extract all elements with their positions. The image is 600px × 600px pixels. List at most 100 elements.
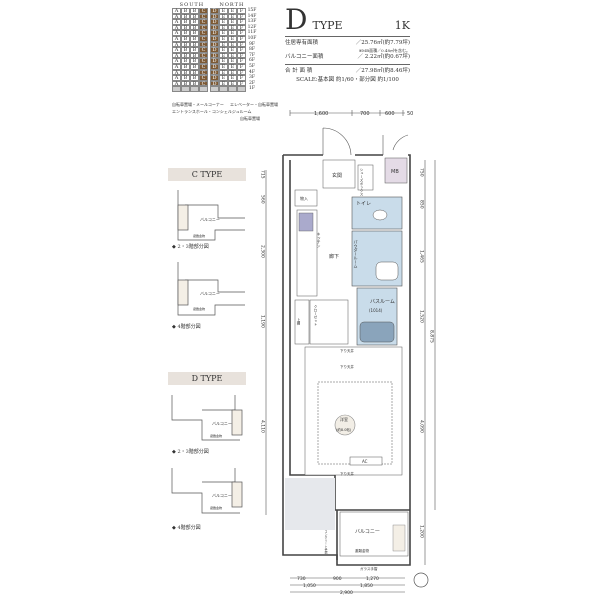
unit-cell-1F-C — [199, 86, 208, 92]
shoe-box — [357, 164, 374, 191]
dim-bottom-total: 2,900 — [340, 590, 353, 596]
unit-cell-4F-C: C — [199, 69, 208, 75]
unit-cell-14F-B: B — [181, 13, 190, 19]
unit-cell-6F-F: F — [237, 58, 246, 64]
floor-label: 15F — [247, 8, 257, 13]
unit-cell-14F-D: D — [210, 13, 219, 19]
unit-cell-2F-D: D — [210, 80, 219, 86]
unit-cell-7F-B: B — [190, 52, 199, 58]
unit-cell-6F-C: C — [199, 58, 208, 64]
unit-cell-10F-E: E — [228, 35, 237, 42]
hatch-label: 避難金物 — [355, 548, 369, 553]
balcony-label: バルコニー — [355, 529, 380, 535]
unit-cell-14F-C: C — [199, 13, 208, 19]
unit-cell-15F-A: A — [172, 8, 181, 14]
floor-label: 14F — [247, 13, 257, 19]
floor-label: 12F — [247, 24, 257, 30]
unit-cell-5F-E: E — [228, 63, 237, 70]
unit-cell-15F-B: B — [181, 8, 190, 14]
floor-label: 13F — [247, 19, 257, 25]
unit-cell-3F-F: F — [237, 75, 246, 81]
entrance-area — [322, 159, 356, 189]
unit-cell-15F-D: D — [210, 8, 219, 14]
layout-label: 1K — [394, 19, 410, 32]
dim-bottom-2: 900 — [333, 576, 342, 582]
unit-cell-14F-B: B — [190, 13, 199, 19]
unit-cell-3F-E: E — [219, 75, 228, 81]
glass-rail-label: ガラス手摺 — [360, 566, 378, 571]
unit-cell-14F-E: E — [219, 13, 228, 19]
unit-cell-12F-D: D — [210, 24, 219, 30]
dim-left-3: 2,300 — [260, 245, 266, 258]
dim-top-4: 50 — [407, 111, 413, 117]
unit-cell-9F-C: C — [199, 41, 208, 47]
unit-cell-4F-D: D — [210, 69, 219, 75]
key-label-bike-mail: 自転車置場・メールコーナー — [172, 102, 224, 107]
unit-cell-13F-A: A — [172, 19, 181, 25]
unit-cell-3F-A: A — [172, 75, 181, 81]
dim-bottom-4: 1,050 — [303, 583, 316, 589]
bath-size: (1014) — [369, 308, 383, 313]
unit-cell-11F-A: A — [172, 30, 181, 36]
unit-cell-9F-B: B — [190, 41, 199, 47]
floor-label: 2F — [249, 80, 255, 86]
unit-cell-12F-E: E — [219, 24, 228, 30]
key-label-entrance: エントランスホール・コンシェルジュルーム — [172, 109, 252, 114]
entrance-door-icon[interactable] — [322, 127, 352, 156]
stove-icon — [298, 212, 314, 232]
unit-cell-2F-E: E — [219, 80, 228, 86]
unit-cell-11F-E: E — [219, 30, 228, 36]
unit-cell-3F-E: E — [228, 75, 237, 81]
svg-text:避難金物: 避難金物 — [210, 505, 222, 510]
unit-cell-12F-E: E — [228, 24, 237, 30]
compass-icon — [413, 572, 429, 588]
unit-cell-12F-C: C — [199, 24, 208, 30]
dim-right-3: 1,465 — [419, 250, 425, 263]
unit-cell-7F-E: E — [219, 52, 228, 58]
unit-cell-14F-E: E — [228, 13, 237, 19]
unit-cell-1F-D — [210, 86, 219, 92]
dims-bottom: 730 900 1,270 1,050 1,850 2,900 — [290, 576, 405, 596]
south-label: SOUTH — [179, 2, 205, 8]
total-area-label: 合 計 面 積 — [285, 68, 313, 74]
unit-cell-5F-E: E — [219, 63, 228, 70]
total-area-value: ／27.98㎡(約8.46坪) — [355, 68, 410, 74]
unit-cell-7F-E: E — [228, 52, 237, 58]
room-light-icon — [334, 414, 356, 436]
svg-text:バルコニー: バルコニー — [200, 291, 220, 296]
dim-right-4: 1,520 — [419, 310, 425, 323]
shoe-box-label: シューズボックス — [359, 168, 364, 197]
unit-cell-4F-F: F — [237, 69, 246, 75]
floor-label: 1F — [249, 86, 255, 92]
unit-cell-9F-D: D — [210, 41, 219, 47]
dims-right: 750 850 1,465 1,520 4,090 1,200 8,875 — [419, 160, 436, 565]
unit-cell-8F-B: B — [190, 47, 199, 53]
unit-cell-7F-F: F — [237, 52, 246, 58]
floor-label: 11F — [247, 30, 257, 36]
western-size: (約8.0帖) — [336, 427, 352, 432]
dim-bottom-1: 730 — [297, 576, 306, 582]
mb-note: ※MB面積／0.48㎡を含む。 — [358, 48, 410, 53]
unit-cell-8F-C: C — [199, 47, 208, 53]
dim-right-2: 850 — [419, 200, 425, 209]
washbasin-icon — [375, 261, 399, 281]
key-label-elevator: エレベーター・自転車置場 — [230, 102, 278, 107]
private-area-value: ／25.76㎡(約7.79坪) — [355, 40, 410, 46]
unit-cell-12F-B: B — [190, 24, 199, 30]
unit-cell-14F-F: F — [237, 13, 246, 19]
floor-label: 3F — [249, 75, 255, 81]
d-partial-plan-23: バルコニー 避難金物 — [171, 395, 243, 441]
svg-text:バルコニー: バルコニー — [212, 493, 232, 498]
powder-label: パウダールーム — [354, 240, 359, 269]
unit-cell-4F-E: E — [219, 69, 228, 75]
unit-cell-4F-B: B — [190, 69, 199, 75]
type-letter: D — [285, 3, 308, 36]
ac-label: AC — [362, 459, 368, 464]
ac-unit — [349, 456, 383, 466]
dim-right-6: 1,200 — [419, 525, 425, 538]
unit-cell-7F-B: B — [181, 52, 190, 58]
unit-cell-11F-B: B — [190, 30, 199, 36]
mb-door-icon — [382, 134, 409, 155]
floor-label: 6F — [249, 58, 255, 64]
scale-note: SCALE:基本図 約1/60・部分図 約1/100 — [296, 77, 399, 83]
